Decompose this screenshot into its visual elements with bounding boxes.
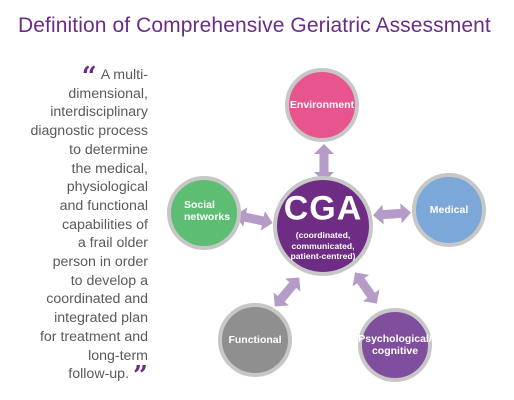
psychological-label-line: cognitive [371,345,419,357]
medical-label: Medical [429,204,469,216]
cga-center-node [273,176,373,276]
quote-line: the medical, [71,160,149,177]
arrow-psychological [346,266,386,310]
quote-line: to determine [69,141,148,158]
cga-sub-line: communicated, [291,240,355,251]
functional-label: Functional [228,334,282,346]
close-quote-icon: ” [133,361,148,392]
quote-line: and functional [59,197,148,214]
social-label-line: networks [184,211,231,223]
open-quote-icon: “ [81,62,97,92]
quote-line: follow-up. [68,366,130,383]
cga-subtitle: (coordinated, communicated, patient-cent… [291,230,356,262]
quote-line: coordinated and [46,291,148,308]
quote-line: physiological [66,179,148,196]
page-title: Definition of Comprehensive Geriatric As… [18,14,491,37]
quote-line: dimensional, [68,85,148,102]
quote-line: integrated plan [54,310,148,327]
functional-node [218,303,292,377]
medical-node [412,173,486,247]
cga-sub-line: patient-centred) [290,251,356,261]
social-label-line: Social [184,199,215,211]
cga-title: CGA [283,189,363,228]
psychological-cognitive-label: Psychological/ cognitive [358,333,432,357]
quote-line: capabilities of [62,216,148,233]
cga-definition-quote: “A multi- dimensional, interdisciplinary… [20,64,149,389]
quote-line: diagnostic process [30,123,148,140]
environment-label: Environment [289,99,355,111]
psychological-label-line: Psychological/ [358,333,432,345]
arrow-medical [372,202,412,226]
environment-node [285,68,359,142]
quote-line: interdisciplinary [50,104,148,121]
quote-line: long-term [88,347,148,364]
quote-line: person in order [52,254,148,271]
cga-sub-line: (coordinated, [295,230,351,240]
quote-line: for treatment and [39,328,148,345]
arrow-functional [267,271,307,313]
quote-line: A multi- [100,67,148,83]
psychological-cognitive-node [358,308,432,382]
social-networks-label: Social networks [184,199,230,223]
quote-line: to develop a [70,272,148,289]
social-networks-node [167,176,241,250]
quote-line: a frail older [77,235,148,252]
